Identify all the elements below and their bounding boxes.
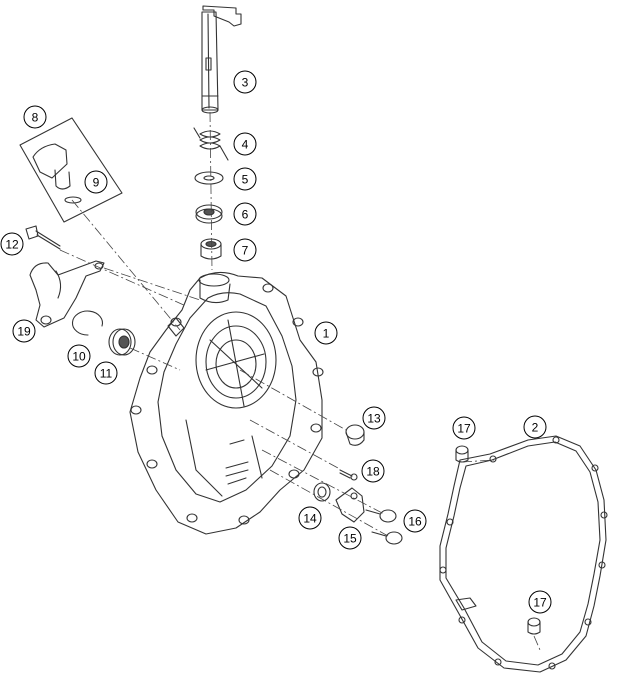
part-bracket [29, 260, 105, 328]
callout-15: 15 [338, 526, 362, 550]
part-bolt [25, 225, 61, 250]
part-seal [108, 328, 136, 356]
callout-label: 2 [532, 421, 539, 435]
callout-13: 13 [362, 406, 386, 430]
part-needle-bearing [200, 238, 222, 260]
callout-label: 18 [366, 465, 380, 479]
part-main-cover [129, 271, 324, 535]
part-small-screw [339, 469, 358, 481]
part-plate [335, 487, 365, 523]
callout-label: 13 [367, 412, 381, 426]
callout-14: 14 [298, 506, 322, 530]
callout-18: 18 [361, 459, 385, 483]
callout-17-upper: 17 [452, 416, 476, 440]
callout-label: 17 [533, 596, 547, 610]
callout-2: 2 [523, 415, 547, 439]
part-bearing [195, 204, 223, 224]
callout-19: 19 [12, 319, 36, 343]
part-plug [345, 424, 365, 446]
part-screws [365, 509, 403, 545]
part-gasket [439, 435, 608, 673]
callout-16: 16 [403, 509, 427, 533]
callout-10: 10 [67, 344, 91, 368]
callout-11: 11 [94, 361, 118, 385]
callout-5: 5 [233, 167, 257, 191]
callout-6: 6 [233, 202, 257, 226]
callout-label: 11 [100, 367, 113, 381]
callout-label: 5 [242, 173, 249, 187]
callout-label: 15 [343, 532, 357, 546]
callout-3: 3 [233, 70, 257, 94]
callout-label: 1 [323, 327, 330, 341]
callout-label: 4 [242, 138, 249, 152]
callout-4: 4 [233, 132, 257, 156]
callout-17-lower: 17 [528, 590, 552, 614]
callout-9: 9 [84, 170, 108, 194]
callout-label: 8 [32, 111, 39, 125]
inset-box [19, 117, 123, 223]
callout-label: 3 [242, 76, 249, 90]
part-dowel-lower [527, 617, 541, 635]
callout-label: 17 [457, 422, 471, 436]
callout-label: 9 [93, 176, 100, 190]
callout-label: 19 [17, 325, 31, 339]
callout-1: 1 [314, 321, 338, 345]
callout-label: 16 [408, 515, 422, 529]
part-spring [193, 127, 229, 161]
callout-label: 6 [242, 208, 249, 222]
assembly-lines [59, 111, 541, 651]
callout-label: 7 [242, 244, 249, 258]
callout-label: 10 [72, 350, 86, 364]
part-o-ring [313, 482, 331, 502]
callout-12: 12 [0, 232, 24, 256]
callout-7: 7 [233, 238, 257, 262]
part-circlip [71, 310, 104, 336]
callout-label: 14 [303, 512, 317, 526]
part-shaft [201, 5, 242, 114]
callout-8: 8 [23, 105, 47, 129]
callout-label: 12 [5, 238, 19, 252]
part-washer [194, 171, 224, 185]
